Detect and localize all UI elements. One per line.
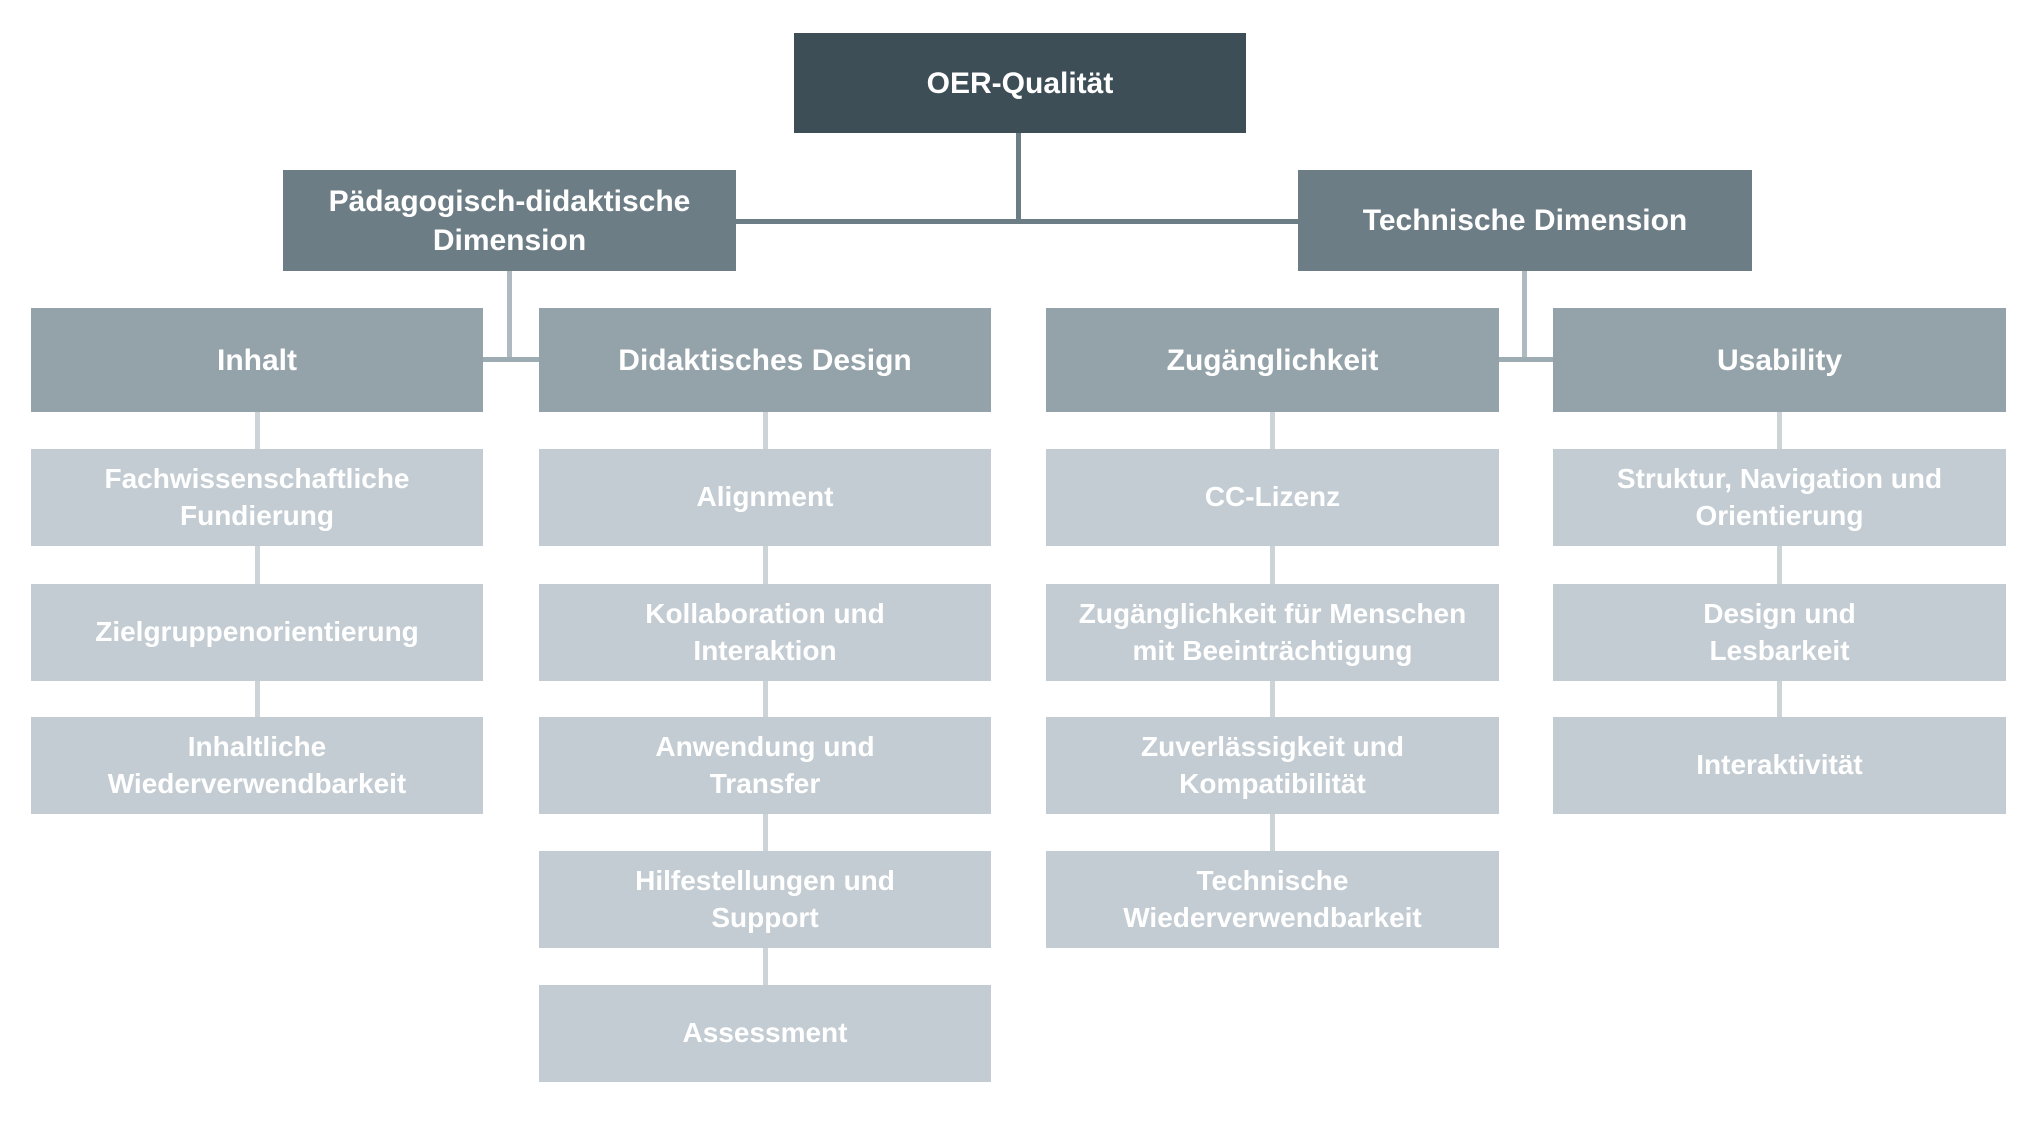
node-didaktisches-design: Didaktisches Design xyxy=(539,308,991,412)
node-label: Fachwissenschaftliche Fundierung xyxy=(104,463,410,531)
node-struktur-navigation-orientierung: Struktur, Navigation und Orientierung xyxy=(1553,449,2006,546)
node-label: Anwendung und Transfer xyxy=(655,731,875,799)
connector-tech-bridge xyxy=(1499,357,1553,362)
connector-col2-3 xyxy=(763,681,768,717)
node-interaktivitaet: Interaktivität xyxy=(1553,717,2006,814)
node-label: Interaktivität xyxy=(1696,749,1863,781)
connector-col4-2 xyxy=(1777,546,1782,584)
node-label: Technische Wiederverwendbarkeit xyxy=(1123,865,1422,933)
node-hilfestellungen-und-support: Hilfestellungen und Support xyxy=(539,851,991,948)
connector-root-vertical xyxy=(1016,133,1021,222)
node-label: Struktur, Navigation und Orientierung xyxy=(1616,463,1943,531)
connector-col4-3 xyxy=(1777,681,1782,717)
node-fachwissenschaftliche-fundierung: Fachwissenschaftliche Fundierung xyxy=(31,449,483,546)
connector-col1-3 xyxy=(255,681,260,717)
node-oer-qualitaet: OER-Qualität xyxy=(794,33,1246,133)
node-inhalt: Inhalt xyxy=(31,308,483,412)
node-label: Zugänglichkeit xyxy=(1166,343,1379,377)
node-paedagogisch-didaktische-dimension: Pädagogisch-didaktische Dimension xyxy=(283,170,736,271)
node-label: Alignment xyxy=(696,481,834,513)
node-cc-lizenz: CC-Lizenz xyxy=(1046,449,1499,546)
node-label: Kollaboration und Interaktion xyxy=(645,598,885,666)
node-inhaltliche-wiederverwendbarkeit: Inhaltliche Wiederverwendbarkeit xyxy=(31,717,483,814)
node-label: Technische Dimension xyxy=(1362,204,1688,237)
node-label: Pädagogisch-didaktische Dimension xyxy=(328,184,691,257)
connector-col2-5 xyxy=(763,948,768,985)
node-zielgruppenorientierung: Zielgruppenorientierung xyxy=(31,584,483,681)
node-usability: Usability xyxy=(1553,308,2006,412)
node-label: Hilfestellungen und Support xyxy=(635,865,895,933)
connector-col2-1 xyxy=(763,412,768,449)
node-label: Usability xyxy=(1716,343,1843,377)
node-alignment: Alignment xyxy=(539,449,991,546)
node-zugaenglichkeit-fuer-menschen: Zugänglichkeit für Menschen mit Beeinträ… xyxy=(1046,584,1499,681)
connector-col2-4 xyxy=(763,814,768,851)
node-assessment: Assessment xyxy=(539,985,991,1082)
node-label: Zuverlässigkeit und Kompatibilität xyxy=(1141,731,1404,799)
node-label: Assessment xyxy=(682,1017,848,1049)
connector-paed-vertical xyxy=(507,271,512,361)
node-label: Zugänglichkeit für Menschen mit Beeinträ… xyxy=(1078,598,1467,666)
node-label: Zielgruppenorientierung xyxy=(95,616,419,648)
connector-paed-bridge xyxy=(483,357,539,362)
connector-col1-1 xyxy=(255,412,260,449)
node-design-und-lesbarkeit: Design und Lesbarkeit xyxy=(1553,584,2006,681)
connector-tech-vertical xyxy=(1522,271,1527,361)
node-technische-wiederverwendbarkeit: Technische Wiederverwendbarkeit xyxy=(1046,851,1499,948)
node-technische-dimension: Technische Dimension xyxy=(1298,170,1752,271)
node-anwendung-und-transfer: Anwendung und Transfer xyxy=(539,717,991,814)
connector-col1-2 xyxy=(255,546,260,584)
node-zuverlaessigkeit-und-kompatibilitaet: Zuverlässigkeit und Kompatibilität xyxy=(1046,717,1499,814)
node-label: CC-Lizenz xyxy=(1204,481,1341,513)
connector-col3-3 xyxy=(1270,681,1275,717)
node-label: Design und Lesbarkeit xyxy=(1703,598,1856,666)
connector-col3-2 xyxy=(1270,546,1275,584)
connector-col2-2 xyxy=(763,546,768,584)
connector-col4-1 xyxy=(1777,412,1782,449)
node-label: OER-Qualität xyxy=(926,66,1114,100)
node-label: Didaktisches Design xyxy=(618,343,912,377)
node-label: Inhaltliche Wiederverwendbarkeit xyxy=(107,731,407,799)
node-kollaboration-und-interaktion: Kollaboration und Interaktion xyxy=(539,584,991,681)
node-label: Inhalt xyxy=(217,343,297,377)
connector-col3-4 xyxy=(1270,814,1275,851)
connector-col3-1 xyxy=(1270,412,1275,449)
node-zugaenglichkeit: Zugänglichkeit xyxy=(1046,308,1499,412)
connector-dimensions-horizontal xyxy=(736,219,1298,224)
